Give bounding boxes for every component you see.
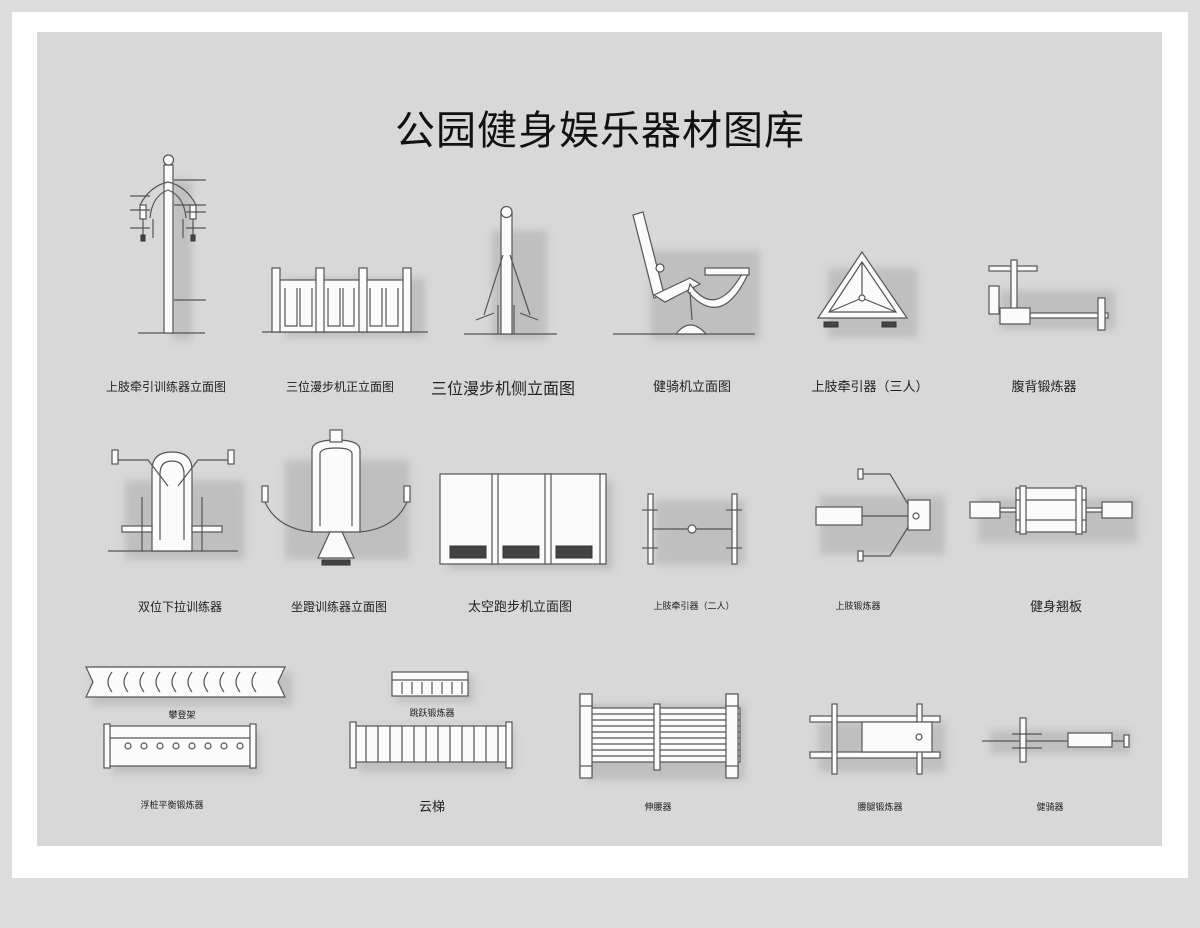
jumping-exerciser-drawing [391,671,474,702]
label-walker-side: 三位漫步机侧立面图 [430,379,576,398]
balance-exerciser-drawing [103,723,260,774]
riding-machine-drawing [613,211,760,340]
label-waist-leg-exerciser: 腰腿锻炼器 [857,803,903,813]
label-fitness-seesaw: 健身翘板 [1029,600,1083,615]
label-puller-three-person: 上肢牵引器（三人） [811,380,929,395]
label-double-pull-down-trainer: 双位下拉训练器 [137,600,223,614]
walker-front-drawing [262,267,428,338]
label-walker-front: 三位漫步机正立面图 [285,380,395,394]
label-seated-leg-press: 坐蹬训练器立面图 [290,600,388,614]
upper-limb-traction-trainer-drawing [130,154,206,340]
space-walker-drawing [439,473,613,570]
horizontal-ladder-drawing [349,721,514,772]
label-horizontal-ladder: 云梯 [418,800,446,815]
riding-exerciser-drawing [982,717,1130,763]
puller-two-person-drawing [642,493,745,565]
label-waist-stretcher: 伸腰器 [644,803,672,813]
label-space-walker: 太空跑步机立面图 [467,600,573,615]
waist-leg-exerciser-drawing [809,703,946,775]
upper-limb-exerciser-drawing [815,468,945,562]
waist-stretcher-drawing [579,693,745,780]
label-climbing-frame: 攀登架 [168,711,196,721]
seated-leg-press-drawing [261,429,411,566]
label-riding-exerciser: 健骑器 [1036,803,1064,813]
walker-side-drawing [464,205,557,340]
label-upper-limb-exerciser: 上肢锻炼器 [835,602,881,612]
fitness-seesaw-drawing [969,485,1138,543]
double-pull-down-trainer-drawing [108,449,245,560]
page-title: 公园健身娱乐器材图库 [395,108,805,154]
puller-three-person-drawing [816,250,918,338]
label-puller-two-person: 上肢牵引器（二人） [653,602,735,612]
label-upper-limb-traction-trainer: 上肢牵引训练器立面图 [105,380,227,394]
label-jumping-exerciser: 跳跃锻炼器 [409,709,455,719]
abdominal-back-exerciser-drawing [988,259,1115,331]
climbing-frame-drawing [85,666,292,706]
label-riding-machine: 健骑机立面图 [652,380,732,395]
label-balance-exerciser: 浮桩平衡锻炼器 [140,801,204,811]
label-abdominal-back-exerciser: 腹背锻炼器 [1011,380,1077,395]
